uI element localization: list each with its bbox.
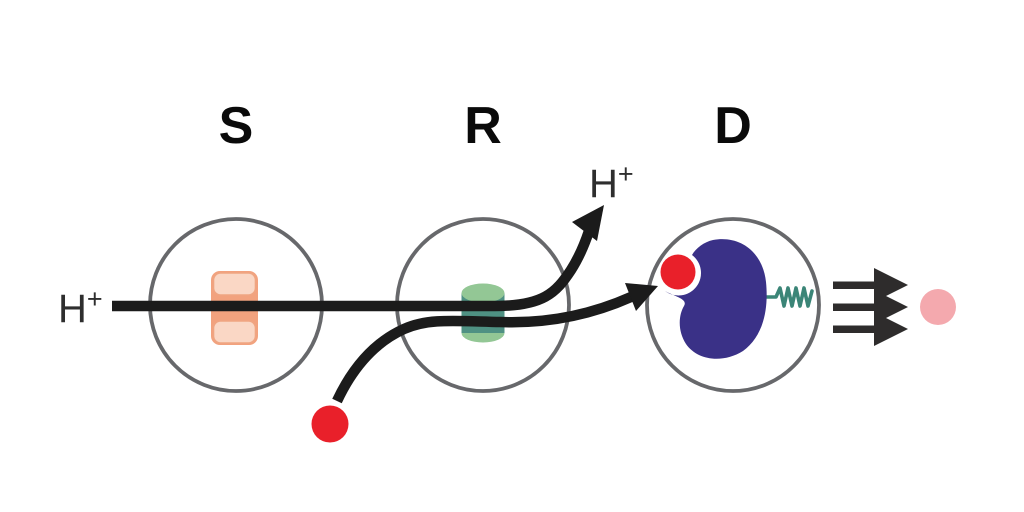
compartment-s-label: S [219,97,254,155]
transporter-gate-bottom [212,320,257,344]
proton-charge-sign: + [618,159,634,189]
cargo-flow-path [332,292,634,404]
proton-label-released: H+ [589,159,634,206]
flow-paths [112,229,634,404]
acceleration-bar-2 [833,303,877,311]
proton-flow-path [112,229,594,312]
transporter-gates [212,272,257,344]
compartment-r-label: R [464,97,502,155]
enzyme-complex [660,239,814,359]
proton-symbol: H [58,287,87,331]
acceleration-arrows-icon [833,268,908,346]
compartment-d-circle [645,217,821,393]
proton-symbol: H [589,162,618,206]
acceleration-head-2 [874,290,908,324]
proton-channel-icon [461,283,505,343]
flow-arrowheads [572,205,658,311]
spring-icon [756,286,814,308]
acceleration-head-3 [874,312,908,346]
ion-labels: H+ H+ [58,159,634,331]
compartment-d-label: D [714,97,752,155]
compartment-labels: S R D [219,97,752,155]
bound-cargo-dot [660,254,696,290]
enzyme-blob [665,239,767,359]
acceleration-bar-3 [833,325,877,333]
cargo-arrowhead-icon [625,283,658,311]
channel-cap-top [461,283,505,303]
product-dot [920,289,956,325]
acceleration-head-1 [874,268,908,302]
transporter-gate-outlines [212,272,257,344]
proton-charge-sign: + [87,284,103,314]
released-proton-arrowhead-icon [572,205,604,241]
acceleration-bar-1 [833,281,877,289]
transporter-gate-top [212,272,257,296]
channel-cap-top-group [461,283,505,303]
proton-label-left: H+ [58,284,103,331]
cargo-dot [311,405,349,443]
